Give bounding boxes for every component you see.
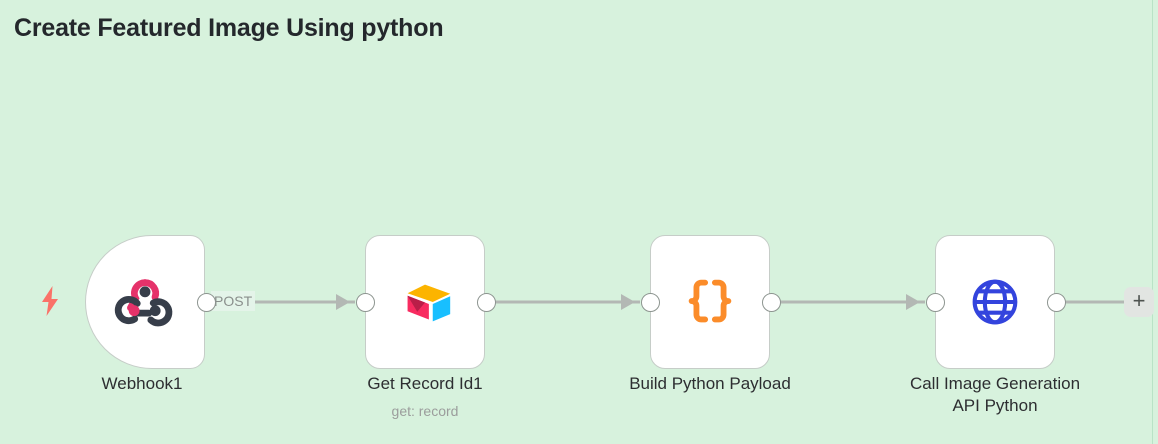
node-call-image-generation-api-python[interactable]: [926, 235, 1066, 369]
arrowhead-into-get-record-id1: [336, 294, 350, 310]
code-braces-icon: [688, 279, 732, 323]
node-label-build-python-payload: Build Python Payload: [629, 374, 791, 393]
node-label-webhook1: Webhook1: [101, 374, 183, 393]
node-sublabel-get-record-id1: get: record: [391, 403, 459, 419]
edge-label-post: POST: [211, 291, 256, 311]
arrowhead-into-call-image-generation: [906, 294, 920, 310]
arrowhead-into-build-python-payload: [621, 294, 635, 310]
node-webhook1[interactable]: [85, 235, 216, 369]
add-node-button[interactable]: +: [1124, 287, 1154, 317]
input-port-get-record-id1[interactable]: [356, 292, 375, 312]
node-build-python-payload[interactable]: [641, 235, 781, 369]
globe-icon: [972, 279, 1018, 325]
output-port-call-image-generation-api-python[interactable]: [1047, 292, 1066, 312]
webhook-icon: [114, 279, 173, 327]
output-port-build-python-payload[interactable]: [762, 292, 781, 312]
output-port-webhook1[interactable]: [197, 292, 216, 312]
workflow-title: Create Featured Image Using python: [14, 14, 444, 42]
airtable-icon: [407, 284, 451, 322]
input-port-build-python-payload[interactable]: [641, 292, 660, 312]
lightning-bolt-icon: [42, 286, 58, 316]
canvas-right-divider: [1152, 0, 1153, 444]
node-label-get-record-id1: Get Record Id1: [367, 374, 483, 393]
node-label-call-image-generation-api-python: Call Image Generation API Python: [909, 374, 1081, 415]
input-port-call-image-generation-api-python[interactable]: [926, 292, 945, 312]
output-port-get-record-id1[interactable]: [477, 292, 496, 312]
node-get-record-id1[interactable]: [356, 235, 496, 369]
